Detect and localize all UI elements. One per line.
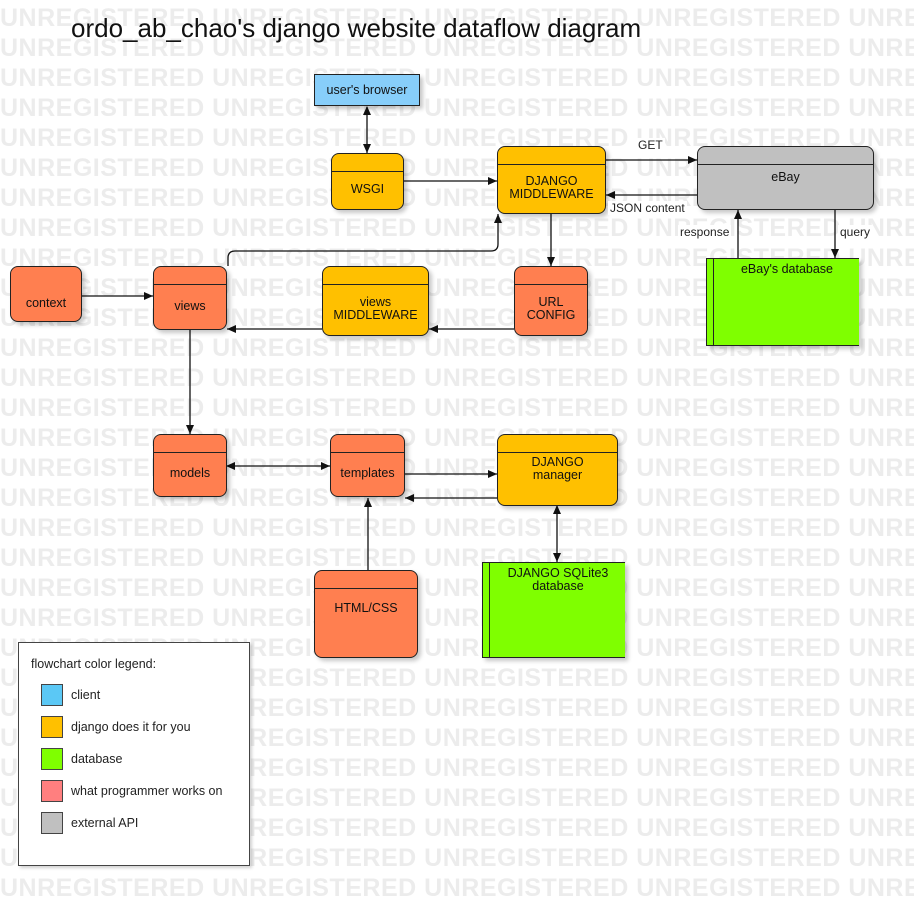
- edge-views-middleware: [227, 214, 502, 266]
- node-views-middleware[interactable]: views MIDDLEWARE: [322, 266, 429, 336]
- node-templates[interactable]: templates: [330, 434, 405, 497]
- node-django-manager[interactable]: DJANGO manager: [497, 434, 618, 506]
- node-html-css[interactable]: HTML/CSS: [314, 570, 418, 658]
- edge-label-response: response: [678, 225, 732, 239]
- node-url-config[interactable]: URL CONFIG: [514, 266, 588, 336]
- node-django-sqlite-database[interactable]: DJANGO SQLite3 database: [482, 562, 625, 658]
- legend-item-database: database: [41, 747, 122, 771]
- legend-item-client: client: [41, 683, 100, 707]
- node-ebays-database[interactable]: eBay's database: [706, 258, 859, 346]
- legend-item-external-api: external API: [41, 811, 138, 835]
- node-django-middleware[interactable]: DJANGO MIDDLEWARE: [497, 146, 606, 214]
- node-models[interactable]: models: [153, 434, 227, 497]
- legend-item-django: django does it for you: [41, 715, 191, 739]
- legend-swatch: [41, 812, 63, 834]
- edge-label-get: GET: [636, 138, 665, 152]
- legend-swatch: [41, 684, 63, 706]
- legend-swatch: [41, 716, 63, 738]
- node-users-browser[interactable]: user's browser: [314, 74, 420, 106]
- edge-label-query: query: [838, 225, 873, 239]
- legend-swatch: [41, 780, 63, 802]
- node-views[interactable]: views: [153, 266, 227, 330]
- edge-label-json-content: JSON content: [608, 201, 687, 215]
- diagram-title: ordo_ab_chao's django website dataflow d…: [71, 13, 642, 43]
- node-wsgi[interactable]: WSGI: [331, 153, 404, 210]
- color-legend: flowchart color legend: client django do…: [18, 642, 250, 866]
- legend-item-programmer: what programmer works on: [41, 779, 222, 803]
- legend-title: flowchart color legend:: [31, 657, 157, 671]
- legend-swatch: [41, 748, 63, 770]
- node-ebay[interactable]: eBay: [697, 146, 874, 210]
- node-context[interactable]: context: [10, 266, 82, 322]
